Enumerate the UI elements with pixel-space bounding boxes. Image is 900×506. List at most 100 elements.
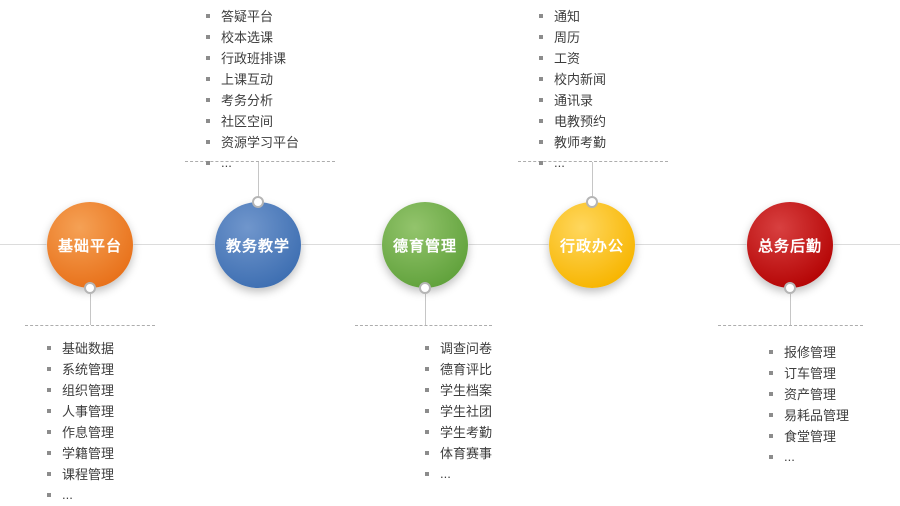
bullet-icon — [425, 471, 429, 476]
bullet-icon — [539, 118, 543, 123]
bullet-icon — [47, 429, 51, 434]
connector-line — [425, 294, 426, 325]
connector-dot — [419, 282, 431, 294]
dashed-divider — [355, 325, 492, 326]
feature-item: 电教预约 — [539, 110, 606, 131]
feature-item-label: 课程管理 — [62, 467, 115, 482]
connector-line — [258, 162, 259, 196]
feature-item-label: 校本选课 — [221, 30, 274, 45]
feature-item: 学生社团 — [425, 400, 492, 421]
feature-item-label: 电教预约 — [554, 114, 607, 129]
bullet-icon — [47, 408, 51, 413]
feature-item-label: 行政班排课 — [221, 51, 287, 66]
feature-item-label: 答疑平台 — [221, 9, 274, 24]
feature-item: 易耗品管理 — [769, 404, 849, 425]
feature-item-label: 通知 — [554, 9, 581, 24]
feature-item: 德育评比 — [425, 358, 492, 379]
feature-item-label: ... — [784, 449, 795, 464]
bullet-icon — [539, 97, 543, 102]
feature-list-moral: 调查问卷德育评比学生档案学生社团学生考勤体育赛事... — [425, 337, 492, 484]
node-label: 总务后勤 — [757, 237, 822, 255]
bullet-icon — [425, 450, 429, 455]
feature-item: 资产管理 — [769, 383, 849, 404]
feature-item-label: ... — [221, 155, 232, 170]
feature-item: 体育赛事 — [425, 442, 492, 463]
feature-item: 周历 — [539, 26, 606, 47]
dashed-divider — [25, 325, 155, 326]
bullet-icon — [425, 387, 429, 392]
dashed-divider — [518, 161, 668, 162]
bullet-icon — [769, 391, 773, 396]
feature-item: 工资 — [539, 47, 606, 68]
bullet-icon — [769, 433, 773, 438]
feature-item-label: 学生考勤 — [440, 425, 493, 440]
feature-item: 学籍管理 — [47, 442, 114, 463]
bullet-icon — [425, 408, 429, 413]
node-label: 基础平台 — [57, 237, 122, 255]
feature-item-label: 学生档案 — [440, 383, 493, 398]
connector-line — [90, 294, 91, 325]
bullet-icon — [206, 76, 210, 81]
feature-item: 组织管理 — [47, 379, 114, 400]
bullet-icon — [47, 366, 51, 371]
feature-item: 通讯录 — [539, 89, 606, 110]
bullet-icon — [539, 76, 543, 81]
feature-item: ... — [539, 152, 606, 173]
bullet-icon — [206, 139, 210, 144]
feature-item: ... — [769, 446, 849, 467]
feature-item-label: 考务分析 — [221, 93, 274, 108]
feature-item: 课程管理 — [47, 463, 114, 484]
feature-item: 社区空间 — [206, 110, 299, 131]
feature-item: 校内新闻 — [539, 68, 606, 89]
node-label: 行政办公 — [559, 237, 624, 255]
bullet-icon — [47, 492, 51, 497]
feature-item-label: 易耗品管理 — [784, 408, 850, 423]
feature-item: 基础数据 — [47, 337, 114, 358]
feature-item-label: 订车管理 — [784, 366, 837, 381]
feature-item: 人事管理 — [47, 400, 114, 421]
feature-item: 上课互动 — [206, 68, 299, 89]
bullet-icon — [206, 55, 210, 60]
feature-item-label: 社区空间 — [221, 114, 274, 129]
feature-list-logistics: 报修管理订车管理资产管理易耗品管理食堂管理... — [769, 341, 849, 467]
node-teaching-affairs: 教务教学 — [215, 202, 301, 288]
feature-item-label: 组织管理 — [62, 383, 115, 398]
feature-item: 学生档案 — [425, 379, 492, 400]
feature-item: 系统管理 — [47, 358, 114, 379]
feature-item-label: 上课互动 — [221, 72, 274, 87]
feature-item-label: 校内新闻 — [554, 72, 607, 87]
bullet-icon — [539, 13, 543, 18]
connector-dot — [586, 196, 598, 208]
feature-item: 教师考勤 — [539, 131, 606, 152]
connector-dot — [84, 282, 96, 294]
connector-line — [592, 162, 593, 196]
bullet-icon — [539, 160, 543, 165]
bullet-icon — [47, 387, 51, 392]
feature-list-teaching: 答疑平台校本选课行政班排课上课互动考务分析社区空间资源学习平台... — [206, 5, 299, 173]
feature-item-label: 学籍管理 — [62, 446, 115, 461]
bullet-icon — [425, 345, 429, 350]
feature-item: 调查问卷 — [425, 337, 492, 358]
node-admin-office: 行政办公 — [549, 202, 635, 288]
feature-item: 通知 — [539, 5, 606, 26]
node-label: 教务教学 — [225, 237, 290, 255]
node-label: 德育管理 — [392, 237, 457, 255]
feature-item-label: 体育赛事 — [440, 446, 493, 461]
feature-item: 考务分析 — [206, 89, 299, 110]
bullet-icon — [206, 13, 210, 18]
feature-item: 答疑平台 — [206, 5, 299, 26]
feature-item: 订车管理 — [769, 362, 849, 383]
bullet-icon — [206, 97, 210, 102]
feature-item-label: 教师考勤 — [554, 135, 607, 150]
node-moral-education: 德育管理 — [382, 202, 468, 288]
feature-item: ... — [425, 463, 492, 484]
dashed-divider — [718, 325, 863, 326]
feature-item-label: 作息管理 — [62, 425, 115, 440]
feature-item-label: 周历 — [554, 30, 581, 45]
feature-item: 作息管理 — [47, 421, 114, 442]
feature-item-label: ... — [62, 487, 73, 502]
bullet-icon — [206, 34, 210, 39]
feature-item: 学生考勤 — [425, 421, 492, 442]
feature-item-label: 系统管理 — [62, 362, 115, 377]
node-general-logistics: 总务后勤 — [747, 202, 833, 288]
